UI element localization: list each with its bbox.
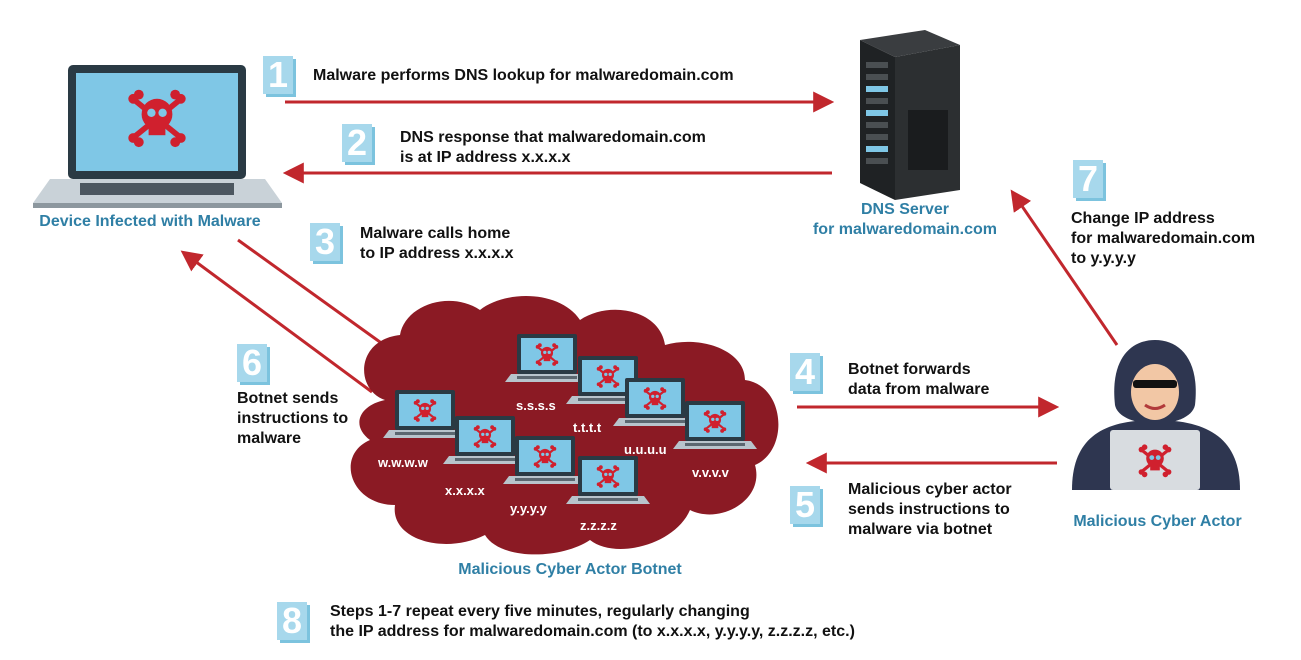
step-8-text: Steps 1-7 repeat every five minutes, reg… xyxy=(330,603,855,640)
botnet-laptop-s xyxy=(505,334,589,382)
step-8-number: 8 xyxy=(277,602,307,640)
botnet-cloud xyxy=(350,296,779,555)
dns-server-icon xyxy=(860,30,960,200)
botnet-ip-label: w.w.w.w xyxy=(378,455,428,470)
botnet-ip-label: u.u.u.u xyxy=(624,442,667,457)
cyber-actor-icon xyxy=(1072,340,1240,490)
step-1-text: Malware performs DNS lookup for malwared… xyxy=(313,67,734,84)
step-6-text: Botnet sends instructions to malware xyxy=(237,390,349,447)
step-7-text: Change IP address for malwaredomain.com … xyxy=(1071,210,1256,267)
step-2-number: 2 xyxy=(342,124,372,162)
botnet-ip-label: y.y.y.y xyxy=(510,501,547,516)
step-6-number: 6 xyxy=(237,344,267,382)
step-7-number: 7 xyxy=(1073,160,1103,198)
botnet-label: Malicious Cyber Actor Botnet xyxy=(458,561,682,578)
botnet-ip-label: x.x.x.x xyxy=(445,483,485,498)
botnet-laptop-y xyxy=(503,436,587,484)
step-5-number: 5 xyxy=(790,486,820,524)
step-3-number: 3 xyxy=(310,223,340,261)
step-4-number: 4 xyxy=(790,353,820,391)
botnet-ip-label: s.s.s.s xyxy=(516,398,556,413)
botnet-laptop-v xyxy=(673,401,757,449)
botnet-ip-label: v.v.v.v xyxy=(692,465,729,480)
step-5-text: Malicious cyber actor sends instructions… xyxy=(848,481,1012,538)
arrow-step-3 xyxy=(237,238,402,358)
arrow-step-7 xyxy=(1010,189,1119,346)
cyber-actor-label: Malicious Cyber Actor xyxy=(1073,513,1242,530)
arrow-step-6 xyxy=(180,250,373,394)
botnet-ip-label: t.t.t.t xyxy=(573,420,602,435)
botnet-laptop-x xyxy=(443,416,527,464)
botnet-laptop-u xyxy=(613,378,697,426)
botnet-ip-label: z.z.z.z xyxy=(580,518,617,533)
botnet-laptop-w xyxy=(383,390,467,438)
step-4-text: Botnet forwards data from malware xyxy=(848,361,990,398)
botnet-laptop-z xyxy=(566,456,650,504)
infected-laptop-icon xyxy=(33,65,282,208)
step-2-text: DNS response that malwaredomain.com is a… xyxy=(400,129,706,166)
step-3-text: Malware calls home to IP address x.x.x.x xyxy=(360,225,514,262)
step-1-number: 1 xyxy=(263,56,293,94)
dns-server-label: DNS Server for malwaredomain.com xyxy=(812,201,998,238)
infected-device-label: Device Infected with Malware xyxy=(39,213,261,230)
